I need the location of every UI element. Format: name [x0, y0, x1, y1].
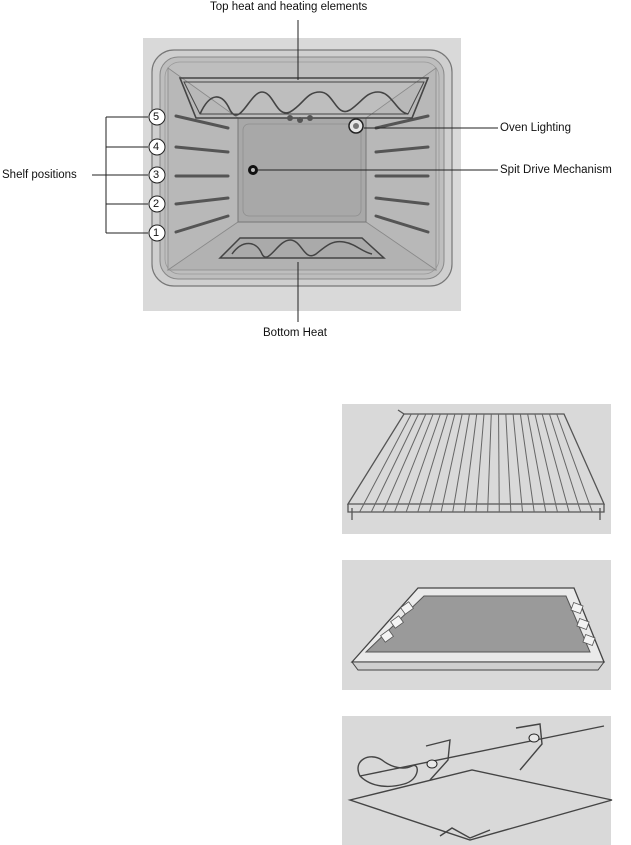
right-shelf-runners	[374, 114, 430, 234]
wire-rod	[359, 413, 412, 513]
shelf-number-circles	[148, 108, 166, 242]
wire-rod	[382, 413, 427, 513]
shelf-positions-bracket	[92, 116, 148, 234]
bottom-heat-label: Bottom Heat	[263, 327, 327, 339]
wire-rod	[541, 413, 570, 513]
oven-lamp-icon	[348, 118, 364, 134]
shelf-number-3: 3	[153, 169, 160, 181]
wire-rod	[534, 413, 558, 513]
shelf-number-2: 2	[153, 198, 160, 210]
wire-rod	[498, 413, 500, 513]
wire-rod	[440, 413, 463, 513]
top-heat-label: Top heat and heating elements	[210, 1, 368, 13]
shelf-number-4: 4	[153, 141, 160, 153]
top-heating-element	[178, 20, 430, 119]
wire-rod	[512, 413, 524, 513]
wire-rod	[519, 413, 535, 513]
oven-lighting-label: Oven Lighting	[500, 122, 571, 134]
wire-rod	[417, 413, 449, 513]
wire-rod	[463, 413, 478, 513]
spit-drive-label: Spit Drive Mechanism	[500, 164, 612, 176]
bottom-heating-element	[218, 237, 386, 259]
spit-drive-icon	[248, 165, 258, 175]
wire-rod	[548, 413, 582, 513]
wire-rod	[475, 413, 485, 513]
wire-rod	[405, 413, 441, 513]
rotisserie-panel	[342, 716, 611, 845]
wire-rod	[527, 413, 547, 513]
wire-rod	[428, 413, 456, 513]
shelf-number-5: 5	[153, 111, 160, 123]
wire-rod	[394, 413, 434, 513]
wire-rod	[505, 413, 512, 513]
left-shelf-runners	[174, 114, 230, 234]
wire-rod	[487, 413, 492, 513]
wire-rod	[556, 413, 593, 513]
shelf-number-1: 1	[153, 227, 160, 239]
wire-rod	[370, 413, 419, 513]
shelf-positions-label: Shelf positions	[2, 169, 77, 181]
top-element-bracket	[287, 115, 313, 123]
wire-rod	[452, 413, 470, 513]
